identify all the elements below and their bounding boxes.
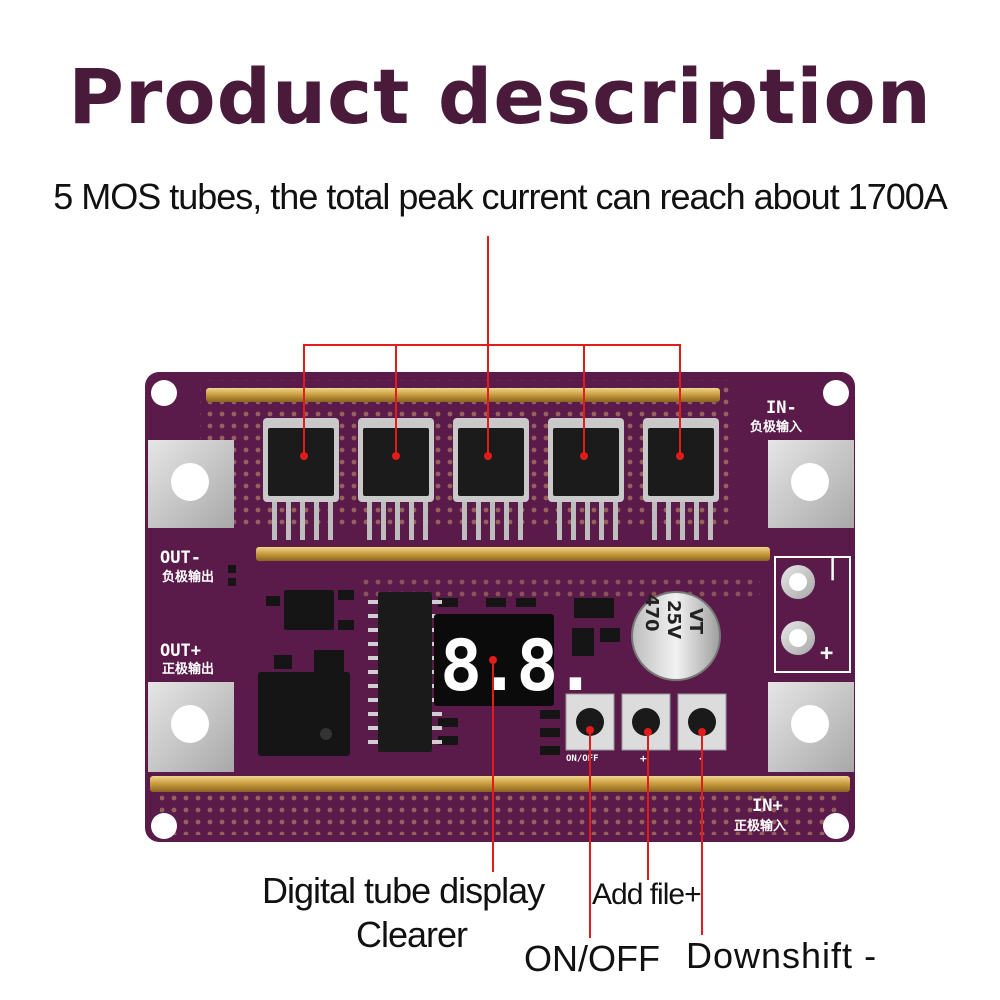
- silk-in-plus-cn: 正极输入: [734, 818, 786, 834]
- silk-out-plus: OUT+: [160, 641, 201, 661]
- svg-text:25V: 25V: [663, 600, 684, 639]
- silk-in-plus: IN+: [752, 796, 783, 816]
- mos-tube: [548, 418, 624, 540]
- silk-in-minus-cn: 负极输入: [750, 419, 802, 435]
- smd-components: [228, 565, 620, 755]
- display-digits: 8.8.: [440, 625, 593, 707]
- callout-on-off: ON/OFF: [524, 938, 660, 979]
- mos-tube: [453, 418, 529, 540]
- silk-in-minus: IN-: [766, 398, 797, 418]
- silk-out-plus-cn: 正极输出: [162, 661, 214, 677]
- output-terminals: | +: [774, 556, 851, 673]
- callout-clearer: Clearer: [356, 914, 468, 955]
- buzzer: [258, 672, 350, 756]
- mos-tube: [643, 418, 719, 540]
- add-button: [621, 693, 671, 751]
- callout-dots: [300, 452, 706, 736]
- silk-out-minus: OUT-: [160, 548, 201, 568]
- callout-lines: [303, 236, 703, 938]
- capacitor: VT 25V 470: [631, 591, 721, 681]
- silk-out-minus-cn: 负极输出: [162, 569, 214, 585]
- digital-tube-display: 8.8.: [434, 614, 597, 707]
- silk-plus-mark: +: [640, 752, 647, 765]
- page-subtitle: 5 MOS tubes, the total peak current can …: [53, 176, 948, 217]
- mos-tube: [263, 418, 339, 540]
- ic-chip: [368, 592, 442, 752]
- silk-onoff: ON/OFF: [566, 754, 599, 764]
- mounting-holes: [151, 380, 849, 839]
- callout-add-file: Add file+: [592, 878, 702, 911]
- svg-text:VT: VT: [685, 608, 706, 635]
- svg-text:470: 470: [641, 594, 662, 632]
- gold-bus-bars: [150, 388, 850, 792]
- svg-text:+: +: [820, 641, 833, 666]
- page-title: Product description: [68, 52, 932, 141]
- svg-text:|: |: [826, 556, 839, 581]
- callout-downshift: Downshift -: [686, 935, 878, 976]
- onoff-button: [565, 693, 615, 751]
- callout-digital-display: Digital tube display: [262, 870, 545, 911]
- terminal-pads: [148, 440, 854, 772]
